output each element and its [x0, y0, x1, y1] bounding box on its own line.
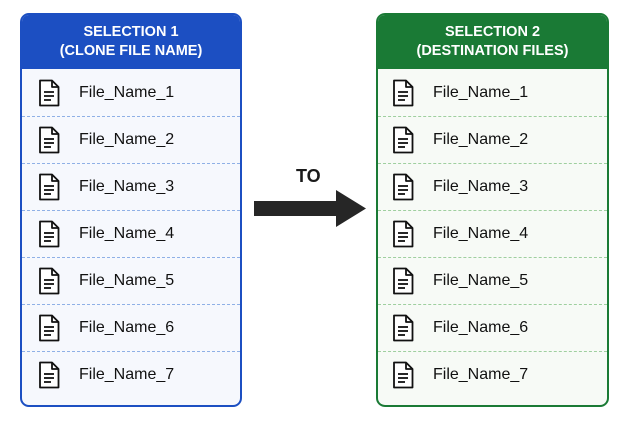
file-name-label: File_Name_7: [433, 366, 529, 383]
source-file-item[interactable]: File_Name_4: [22, 210, 240, 257]
destination-panel-subtitle: (DESTINATION FILES): [416, 43, 569, 59]
destination-panel-title: SELECTION 2: [444, 24, 541, 40]
file-name-label: File_Name_3: [79, 178, 175, 195]
document-icon: [392, 220, 414, 248]
document-icon: [38, 173, 60, 201]
destination-file-item[interactable]: File_Name_2: [378, 116, 607, 163]
document-icon: [392, 79, 414, 107]
document-icon: [392, 361, 414, 389]
document-icon: [38, 361, 60, 389]
destination-file-item[interactable]: File_Name_4: [378, 210, 607, 257]
source-panel-title: SELECTION 1: [83, 24, 179, 40]
transfer-connector: TO: [250, 160, 370, 232]
destination-file-item[interactable]: File_Name_6: [378, 304, 607, 351]
file-name-label: File_Name_1: [433, 83, 529, 101]
source-file-item[interactable]: File_Name_6: [22, 304, 240, 351]
document-icon: [38, 314, 60, 342]
file-name-label: File_Name_3: [433, 178, 529, 195]
destination-file-item[interactable]: File_Name_3: [378, 163, 607, 210]
file-name-label: File_Name_5: [433, 272, 529, 289]
destination-panel-header: SELECTION 2 (DESTINATION FILES): [378, 15, 607, 69]
file-name-label: File_Name_6: [433, 319, 529, 336]
connector-label: TO: [296, 166, 321, 186]
source-file-item[interactable]: File_Name_1: [22, 69, 240, 116]
right-arrow-icon: [254, 190, 366, 227]
document-icon: [392, 314, 414, 342]
source-file-item[interactable]: File_Name_3: [22, 163, 240, 210]
destination-selection-panel: SELECTION 2 (DESTINATION FILES) File_Nam…: [376, 13, 609, 407]
source-panel-header: SELECTION 1 (CLONE FILE NAME): [22, 15, 240, 69]
source-selection-panel: SELECTION 1 (CLONE FILE NAME) File_Name_…: [20, 13, 242, 407]
file-name-label: File_Name_6: [79, 319, 175, 336]
document-icon: [38, 126, 60, 154]
file-name-label: File_Name_2: [433, 131, 529, 148]
file-name-label: File_Name_4: [79, 225, 175, 242]
file-name-label: File_Name_7: [79, 366, 175, 383]
file-name-label: File_Name_2: [79, 131, 175, 148]
document-icon: [392, 267, 414, 295]
source-file-item[interactable]: File_Name_5: [22, 257, 240, 304]
document-icon: [392, 126, 414, 154]
document-icon: [38, 79, 60, 107]
destination-file-item[interactable]: File_Name_5: [378, 257, 607, 304]
file-name-label: File_Name_5: [79, 272, 175, 289]
source-file-item[interactable]: File_Name_7: [22, 351, 240, 398]
document-icon: [38, 220, 60, 248]
document-icon: [392, 173, 414, 201]
destination-file-item[interactable]: File_Name_7: [378, 351, 607, 398]
source-file-item[interactable]: File_Name_2: [22, 116, 240, 163]
file-name-label: File_Name_4: [433, 225, 529, 242]
document-icon: [38, 267, 60, 295]
destination-file-item[interactable]: File_Name_1: [378, 69, 607, 116]
file-name-label: File_Name_1: [79, 83, 175, 101]
source-panel-subtitle: (CLONE FILE NAME): [59, 43, 203, 59]
